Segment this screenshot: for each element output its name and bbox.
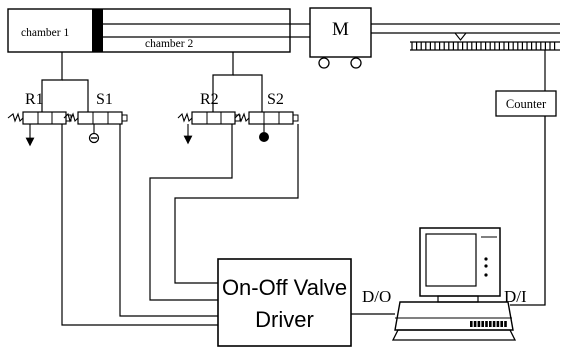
digital-output-label: D/O [362, 287, 391, 306]
motor-carriage: M [309, 7, 372, 69]
chamber-2-label: chamber 2 [145, 38, 193, 50]
scale-ticks [411, 42, 556, 50]
valve-s1-spring [63, 112, 79, 123]
valve-s1-supply-symbol [88, 132, 100, 144]
valve-driver-box: On-Off Valve Driver [217, 258, 352, 347]
keyboard-key [485, 321, 488, 327]
computer [391, 227, 517, 341]
keyboard-key [470, 321, 473, 327]
keyboard [470, 321, 507, 327]
control-wires [61, 124, 299, 326]
pneumatic-lines [41, 52, 263, 112]
keyboard-key [504, 321, 507, 327]
piston-rod [103, 23, 310, 38]
carriage-wheel-right [350, 57, 362, 69]
scale-pointer [453, 32, 468, 41]
motor-label: M [332, 19, 349, 40]
keyboard-key [477, 321, 481, 327]
keyboard-key [496, 321, 500, 327]
valve-s2-spring [234, 112, 250, 123]
valve-r2: R2 [177, 91, 241, 145]
keyboard-key [489, 321, 492, 327]
keyboard-key [500, 321, 503, 327]
keyboard-key [492, 321, 496, 327]
valve-s2: S2 [234, 91, 299, 142]
keyboard-key [473, 321, 477, 327]
valve-s2-supply-symbol [259, 132, 269, 142]
counter-box: Counter [495, 90, 557, 117]
valve-r1: R1 [7, 91, 72, 147]
valve-s2-label: S2 [267, 91, 284, 108]
valve-r1-spring [7, 112, 24, 123]
computer-screen [425, 233, 477, 287]
valve-s1: S1 [63, 91, 128, 144]
computer-base-unit [394, 301, 514, 331]
scale-rod [371, 23, 560, 41]
linear-scale [410, 41, 560, 51]
valve-r1-label: R1 [25, 91, 44, 108]
pneumatic-cylinder: chamber 1 chamber 2 [7, 8, 291, 53]
piston-head [92, 9, 103, 52]
valve-s1-label: S1 [96, 91, 113, 108]
valve-r2-spring [177, 112, 193, 123]
chamber-1-label: chamber 1 [21, 27, 69, 39]
digital-input-label: D/I [504, 287, 527, 306]
counter-to-digital-input-wire [510, 116, 546, 306]
counter-label: Counter [506, 97, 547, 111]
cylinder-body [7, 8, 291, 53]
keyboard-key [481, 321, 484, 327]
driver-label-line2: Driver [255, 307, 314, 332]
valve-r2-label: R2 [200, 91, 219, 108]
carriage-wheel-left [318, 57, 330, 69]
driver-label-line1: On-Off Valve [222, 275, 347, 300]
